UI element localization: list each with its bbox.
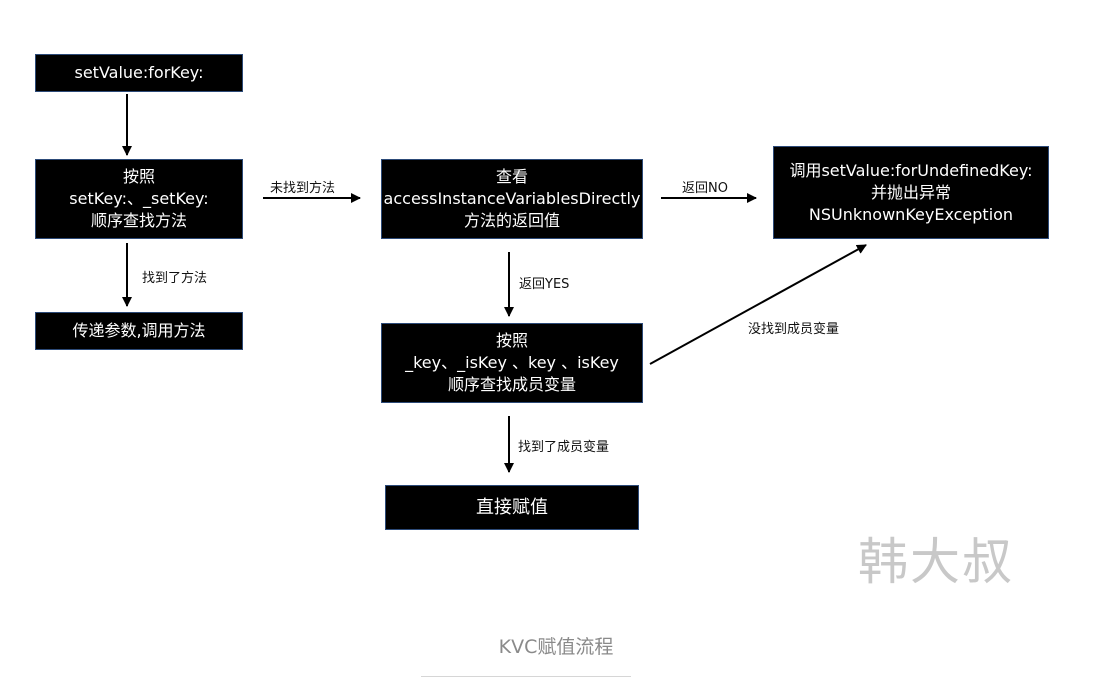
node-line: setValue:forKey: [74, 63, 204, 82]
node-line: 顺序查找方法 [90, 211, 187, 230]
label-method-not-found: 未找到方法 [270, 181, 336, 196]
node-line: 传递参数,调用方法 [72, 321, 206, 340]
node-line: 并抛出异常 [870, 182, 951, 202]
node-search-setter: 按照 setKey:、_setKey: 顺序查找方法 [35, 159, 243, 239]
watermark: 韩大叔 [858, 533, 1014, 591]
node-line: 按照 [122, 167, 155, 186]
label-found-ivar: 找到了成员变量 [518, 440, 610, 455]
node-check-access: 查看 accessInstanceVariablesDirectly 方法的返回… [381, 159, 643, 239]
label-return-yes: 返回YES [519, 277, 570, 292]
label-return-no: 返回NO [682, 181, 728, 196]
node-line: NSUnknownKeyException [808, 204, 1014, 224]
node-line: 查看 [495, 167, 528, 186]
arrow-search-ivars-to-undefined-key [649, 244, 867, 365]
node-line: accessInstanceVariablesDirectly [383, 189, 641, 208]
node-line: 调用setValue:forUndefinedKey: [789, 160, 1033, 180]
node-pass-params: 传递参数,调用方法 [35, 312, 243, 350]
node-search-ivars: 按照 _key、_isKey 、key 、isKey 顺序查找成员变量 [381, 323, 643, 403]
figure-caption: KVC赋值流程 [498, 636, 614, 658]
node-line: 直接赋值 [476, 496, 548, 518]
label-found-method: 找到了方法 [142, 271, 208, 286]
node-line: _key、_isKey 、key 、isKey [405, 353, 619, 372]
node-line: setKey:、_setKey: [69, 189, 209, 208]
caption-divider [421, 676, 631, 677]
node-undefined-key: 调用setValue:forUndefinedKey: 并抛出异常 NSUnkn… [773, 146, 1049, 239]
node-line: 按照 [495, 331, 528, 350]
label-ivar-not-found: 没找到成员变量 [748, 322, 840, 337]
node-assign-direct: 直接赋值 [385, 485, 639, 530]
node-line: 顺序查找成员变量 [447, 375, 576, 394]
node-line: 方法的返回值 [463, 211, 560, 230]
node-setvalue-forkey: setValue:forKey: [35, 54, 243, 92]
